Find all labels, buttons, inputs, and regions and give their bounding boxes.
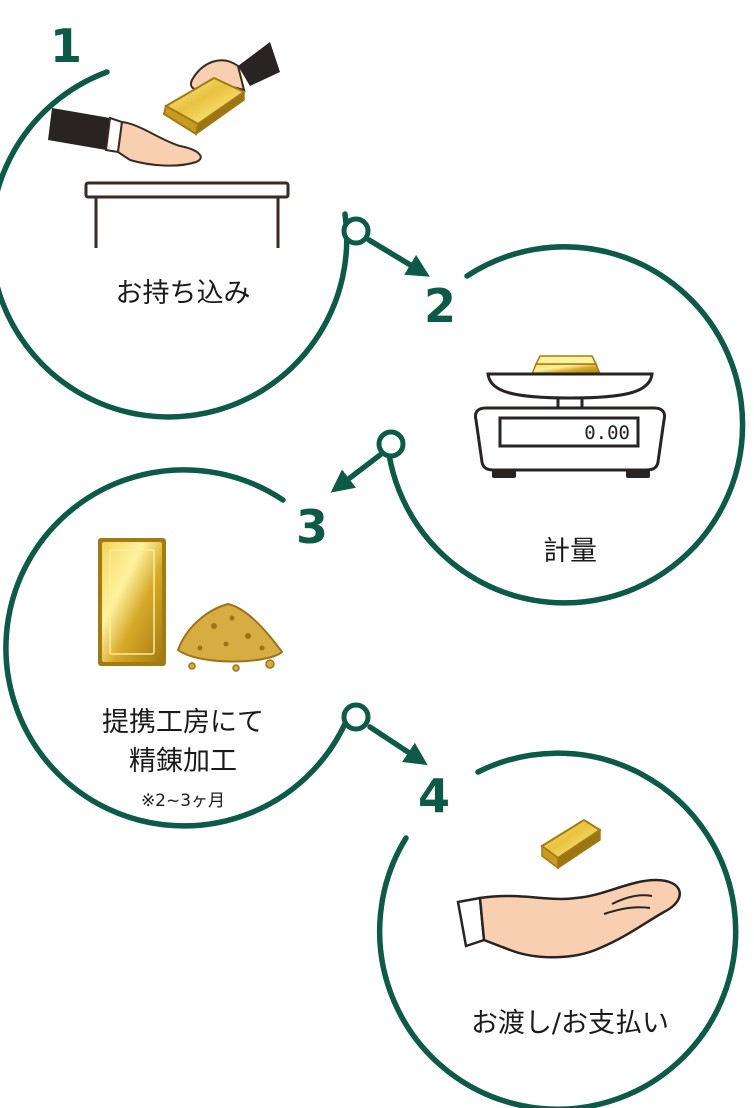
scale-display-reading: 0.00 <box>584 422 630 444</box>
gold-nugget-icon <box>540 818 602 870</box>
connector-2-3 <box>330 429 406 493</box>
hand-receiving-gold-icon <box>48 42 280 167</box>
step-3-number: 3 <box>296 500 328 554</box>
step-2-label: 計量 <box>543 536 597 567</box>
step-2-ring <box>384 244 746 606</box>
step-1-label: お持ち込み <box>116 278 251 309</box>
step-3-label-line-1: 提携工房にて <box>102 707 264 738</box>
step-4-number: 4 <box>418 769 450 823</box>
gold-bar-icon <box>98 538 166 666</box>
step-2-number: 2 <box>424 279 456 333</box>
connector-1-2 <box>341 216 430 277</box>
step-4-ring <box>376 750 739 1108</box>
step-1-number: 1 <box>50 19 82 73</box>
gold-powder-icon <box>176 602 284 672</box>
step-3-ring <box>3 467 353 829</box>
connector-3-4 <box>341 702 428 766</box>
table-icon <box>84 181 290 248</box>
step-3-note: ※2~3ヶ月 <box>141 791 225 811</box>
step-3-label-line-2: 精錬加工 <box>129 746 237 777</box>
scale-icon <box>474 355 666 478</box>
step-4-label: お渡し/お支払い <box>471 1008 669 1039</box>
step-1-ring <box>0 69 350 420</box>
open-hand-icon <box>456 878 681 959</box>
